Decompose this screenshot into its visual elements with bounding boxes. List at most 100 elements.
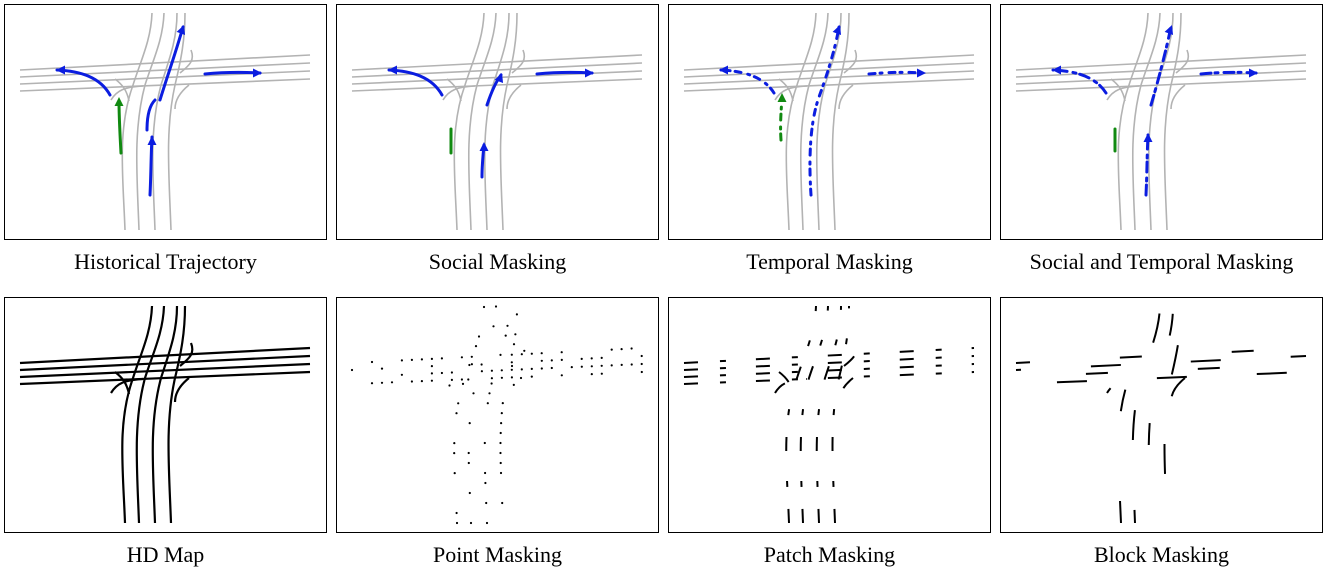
lane-line [135,305,166,524]
map-point [501,402,504,405]
lane-line [467,12,497,231]
map-point [530,375,533,378]
lane-patch [831,305,850,524]
map-point [468,422,471,425]
panel-caption: Block Masking [1093,542,1230,567]
map-point [370,382,374,385]
ego-trajectory-arrowhead [777,93,787,102]
map-point [485,501,488,505]
map-point [453,442,456,445]
map-point [512,383,515,386]
map-point [455,412,458,415]
map-point [510,376,513,379]
lane-line [779,372,793,394]
agent-trajectory-north [158,25,185,102]
map-point [460,378,463,381]
lane-line [1110,78,1126,102]
map-point [410,380,413,383]
scene-frame [336,4,659,240]
map-point [630,363,633,366]
map-point [620,348,623,351]
map-point [467,451,470,455]
scene-frame [1000,297,1323,533]
lane-line [683,70,975,85]
map-point [514,333,517,336]
lane-patch [683,347,975,364]
map-point [470,355,473,358]
map-point [490,369,493,372]
lane-block [1131,305,1161,524]
map-point [430,372,433,375]
map-point [530,352,533,355]
agent-trajectory-north [1149,25,1173,107]
map-point [506,324,509,327]
trajectory-plot [19,12,311,231]
map-point [640,370,643,374]
agent-trajectory-north-arrowhead [176,25,186,36]
map-point [430,365,433,368]
lane-line [19,370,311,386]
lane-line [179,342,194,367]
agent-trajectory-east [1199,70,1258,76]
map-point [560,374,563,377]
lane-patch [774,378,808,394]
map-point [600,356,603,359]
map-point [460,356,463,359]
panel-caption: Social Masking [428,249,567,274]
map-point [580,365,583,368]
panel-caption: Social and Temporal Masking [1029,249,1294,274]
map-point [510,368,513,371]
map-point [504,334,507,337]
ego-trajectory [117,99,123,155]
lane-line [844,343,856,366]
trajectory-plot [683,12,975,231]
map-point [472,392,475,395]
map-point [550,359,553,362]
map-point [448,384,451,387]
map-point [560,358,563,361]
map-point [480,363,483,366]
panel-caption: Point Masking [433,542,562,567]
map-point [494,305,498,308]
agent-trajectory-east-arrowhead [253,68,262,78]
lane-line [817,306,841,523]
map-point [453,472,456,475]
lane-line [19,346,311,365]
map-point [640,354,643,358]
map-point [468,363,471,367]
map-plot [19,305,311,524]
lane-line [1147,12,1174,231]
map-point [501,501,504,505]
map-point [400,359,403,362]
lane-line [843,49,858,74]
panel-social-temporal-masking: Social and Temporal Masking [1000,4,1323,274]
map-point [590,373,593,376]
map-point [400,373,403,376]
lane-block [1015,347,1307,364]
map-plot [683,305,975,524]
lane-patch [785,305,817,524]
map-point [440,357,443,360]
map-point [457,402,460,405]
agent-trajectory-turn [145,98,157,132]
trajectory-plot [1015,12,1307,231]
panel-hd-map: HD Map [4,297,327,567]
map-point [469,521,473,525]
panel-caption: HD Map [126,542,205,567]
lane-line [174,84,190,110]
lane-line [19,54,311,71]
lane-block [1170,377,1186,403]
map-point [590,357,593,360]
lane-line [778,78,794,102]
agent-trajectory-east-arrowhead [585,68,594,78]
scene-frame [1000,4,1323,240]
lane-patch [838,377,854,403]
lane-patch [815,305,842,524]
map-point [370,360,374,364]
map-point [600,372,603,375]
lane-line [351,70,643,85]
ego-trajectory-arrowhead [114,97,124,106]
lane-line [774,85,808,101]
lane-patch [843,342,858,367]
map-point [570,366,573,369]
